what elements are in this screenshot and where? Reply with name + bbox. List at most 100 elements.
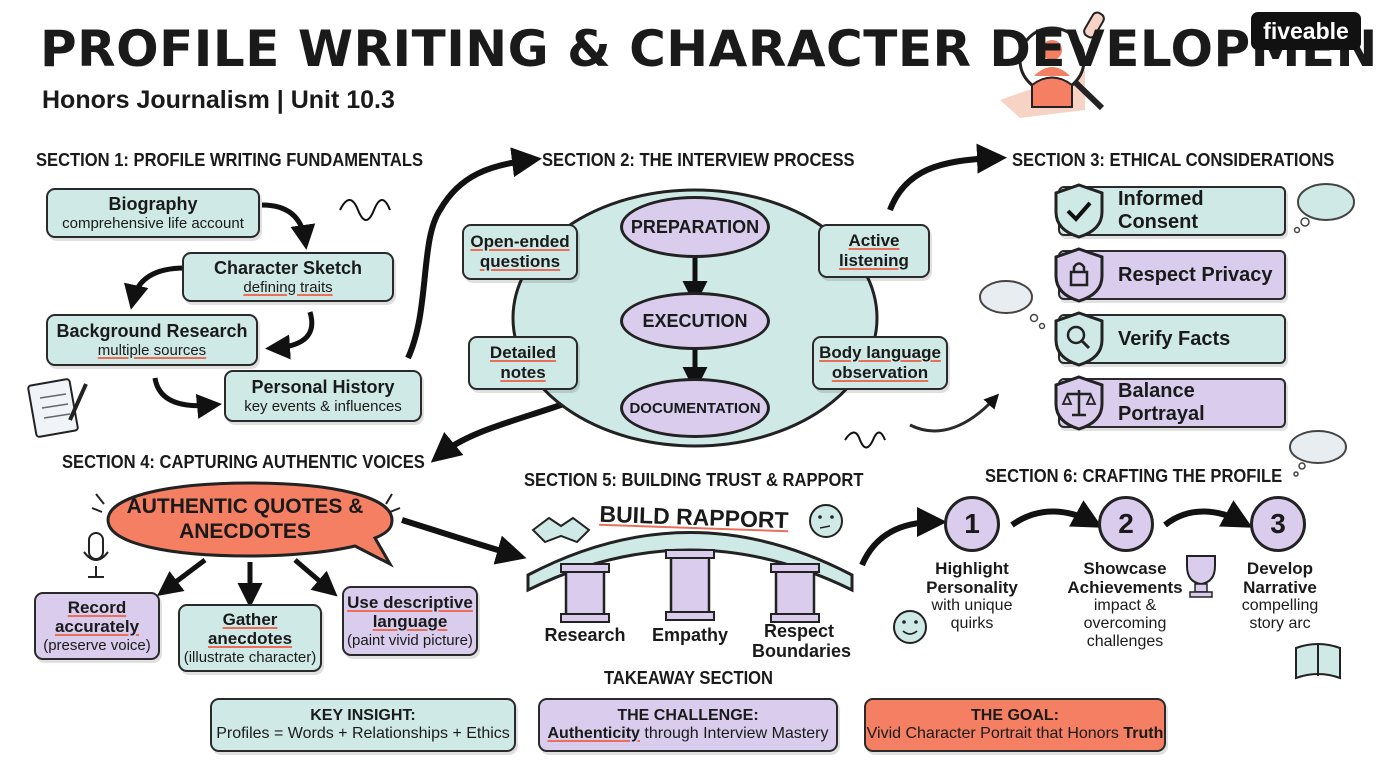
arrow-step1-to-2 xyxy=(1010,500,1103,528)
takeaway-title: TAKEAWAY SECTION xyxy=(604,668,774,688)
challenge-bold: Authenticity xyxy=(547,725,640,742)
ethic-verify-label: Verify Facts xyxy=(1118,327,1231,350)
rapport-bridge xyxy=(526,531,854,623)
s1-sketch-label: Character Sketch xyxy=(213,258,363,279)
section2-title: SECTION 2: THE INTERVIEW PROCESS xyxy=(542,150,855,170)
step-2-text: Showcase Achievements impact & overcomin… xyxy=(1064,559,1186,650)
s4-record-accurately: Record accurately (preserve voice) xyxy=(34,592,160,660)
bubble-text: AUTHENTIC QUOTES & ANECDOTES xyxy=(126,495,364,544)
handshake-icon xyxy=(531,516,591,544)
s1-history-sub: key events & influences xyxy=(244,397,402,415)
step-3-sub: compelling story arc xyxy=(1241,597,1319,632)
s4-descriptive-language: Use descriptive language (paint vivid pi… xyxy=(342,586,478,656)
page-title: PROFILE WRITING & CHARACTER DEVELOPMENT xyxy=(40,20,1376,78)
pillar-research: Research xyxy=(544,625,626,645)
ethic-consent-label: Informed Consent xyxy=(1118,188,1204,233)
s4-descriptive-label: Use descriptive language xyxy=(347,592,473,632)
section1-title: SECTION 1: PROFILE WRITING FUNDAMENTALS xyxy=(36,150,424,170)
arrow-step2-to-3 xyxy=(1163,500,1253,528)
notepad-icon xyxy=(27,378,88,438)
section3-title: SECTION 3: ETHICAL CONSIDERATIONS xyxy=(1012,150,1335,170)
insight-heading: KEY INSIGHT: xyxy=(310,706,416,724)
step-3-label: Develop Narrative xyxy=(1243,559,1317,597)
thought-cloud-icon xyxy=(1293,183,1355,234)
cloud-icon xyxy=(1289,430,1347,477)
s1-research-label: Background Research xyxy=(56,321,248,342)
challenge-heading: THE CHALLENGE: xyxy=(617,706,759,724)
step-1-sub: with unique quirks xyxy=(931,597,1013,632)
squiggle-decor-2 xyxy=(844,431,886,449)
magnifier-person-icon xyxy=(1000,11,1105,118)
smile-cloud-icon xyxy=(979,280,1046,330)
brand-logo: fiveable xyxy=(1251,12,1361,50)
arrow-s2-to-s4 xyxy=(430,397,577,463)
arrow-bubble-1 xyxy=(157,558,207,596)
s1-character-sketch-box: Character Sketch defining traits xyxy=(182,252,394,302)
s4-record-label: Record accurately xyxy=(54,597,140,637)
arrow-s5-to-s6 xyxy=(859,507,947,567)
s4-gather-anecdotes: Gather anecdotes (illustrate character) xyxy=(178,604,322,672)
step-2-sub: impact & overcoming challenges xyxy=(1083,597,1167,650)
trophy-icon xyxy=(1186,555,1216,598)
arrow-sketch-to-research xyxy=(124,265,186,310)
smiley-icon xyxy=(893,610,927,644)
step-3-circle: 3 xyxy=(1250,496,1306,552)
s1-biography-sub: comprehensive life account xyxy=(62,214,244,232)
lock-shield-icon xyxy=(1054,247,1104,303)
ethic-privacy-label: Respect Privacy xyxy=(1118,263,1273,286)
speech-bubble xyxy=(106,481,394,568)
s1-background-research-box: Background Research multiple sources xyxy=(46,314,258,366)
step-1-circle: 1 xyxy=(944,496,1000,552)
s1-biography-box: Biography comprehensive life account xyxy=(46,188,260,238)
section4-title: SECTION 4: CAPTURING AUTHENTIC VOICES xyxy=(62,452,425,472)
arrow-bubble-3 xyxy=(293,558,338,597)
microphone-icon xyxy=(83,532,109,578)
step-2-circle: 2 xyxy=(1098,496,1154,552)
scales-shield-icon xyxy=(1054,375,1104,431)
s4-gather-sub: (illustrate character) xyxy=(183,648,317,666)
takeaway-goal: THE GOAL: Vivid Character Portrait that … xyxy=(864,698,1166,752)
squiggle-decor xyxy=(339,199,391,221)
magnifier-shield-icon xyxy=(1054,311,1104,367)
book-icon xyxy=(1295,643,1341,680)
s4-gather-label: Gather anecdotes xyxy=(207,609,293,649)
step-2-label: Showcase Achievements xyxy=(1067,559,1183,597)
s1-history-label: Personal History xyxy=(251,377,395,398)
goal-heading: THE GOAL: xyxy=(971,706,1059,724)
s1-biography-label: Biography xyxy=(108,194,198,215)
checkmark-shield-icon xyxy=(1054,183,1104,239)
s4-descriptive-sub: (paint vivid picture) xyxy=(347,631,473,649)
stage-execution: EXECUTION xyxy=(620,292,770,350)
arrow-research-down xyxy=(152,377,222,419)
goal-text: Vivid Character Portrait that Honors xyxy=(866,725,1124,742)
page-subtitle: Honors Journalism | Unit 10.3 xyxy=(42,86,395,114)
insight-text: Profiles = Words + Relationships + Ethic… xyxy=(216,725,510,742)
note-body-language: Body language observation xyxy=(812,336,948,390)
pillar-empathy: Empathy xyxy=(651,625,729,645)
section5-title: SECTION 5: BUILDING TRUST & RAPPORT xyxy=(524,470,864,490)
stage-documentation: DOCUMENTATION xyxy=(620,378,770,438)
step-3-text: Develop Narrative compelling story arc xyxy=(1232,559,1328,633)
takeaway-key-insight: KEY INSIGHT: Profiles = Words + Relation… xyxy=(210,698,516,752)
section6-title: SECTION 6: CRAFTING THE PROFILE xyxy=(985,466,1283,486)
s1-research-sub: multiple sources xyxy=(97,341,207,359)
pillar-respect-boundaries: Respect Boundaries xyxy=(752,621,852,661)
takeaway-challenge: THE CHALLENGE: Authenticity through Inte… xyxy=(538,698,838,752)
ethic-balance-label: Balance Portrayal xyxy=(1118,380,1205,425)
note-open-ended-questions: Open-ended questions xyxy=(462,224,578,280)
step-1-label: Highlight Personality xyxy=(926,559,1018,597)
note-active-listening: Active listening xyxy=(818,224,930,278)
s1-personal-history-box: Personal History key events & influences xyxy=(224,370,422,422)
arrow-s4-to-s5 xyxy=(401,517,527,565)
arrow-research-to-history xyxy=(265,311,315,360)
challenge-text: through Interview Mastery xyxy=(639,725,829,742)
s4-record-sub: (preserve voice) xyxy=(43,636,151,654)
s1-sketch-sub: defining traits xyxy=(243,278,333,296)
stage-preparation: PREPARATION xyxy=(620,196,770,258)
arrow-s2-to-s3 xyxy=(887,143,1007,212)
thinking-face-icon xyxy=(809,504,843,538)
arrow-bio-to-sketch xyxy=(261,202,316,250)
swoosh-arrow xyxy=(909,393,1000,433)
goal-bold: Truth xyxy=(1123,725,1164,742)
